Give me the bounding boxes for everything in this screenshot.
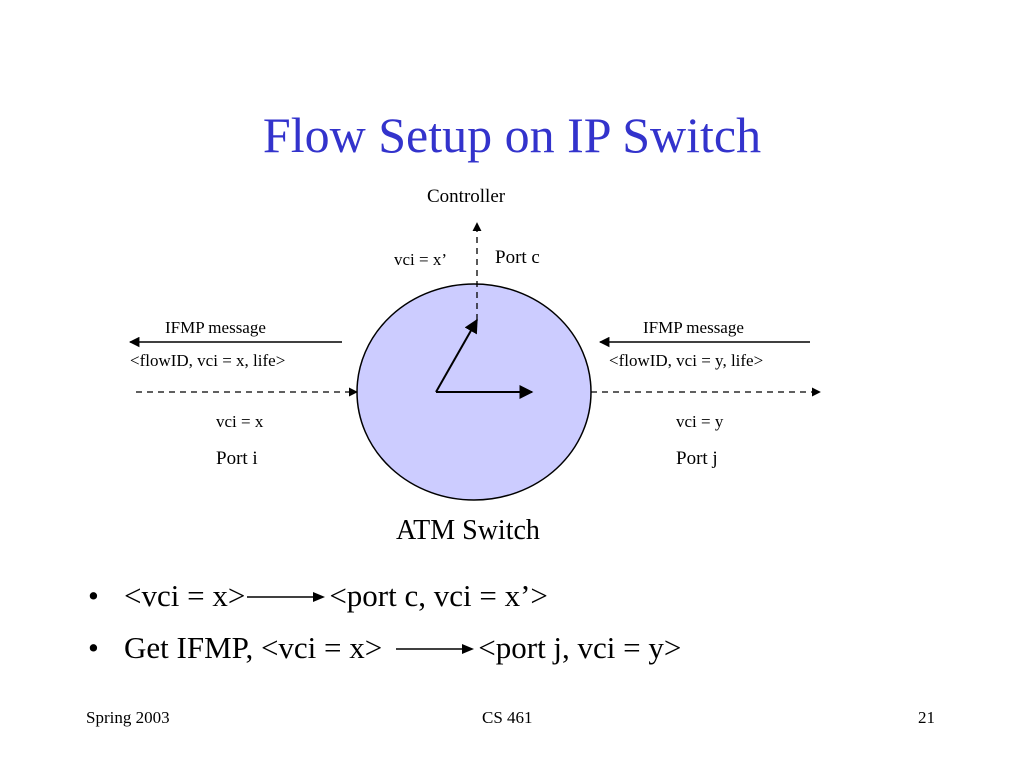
- bullet-mapping-to: <port c, vci = x’>: [329, 578, 548, 613]
- port-i-label: Port i: [216, 448, 258, 469]
- port-c-label: Port c: [495, 247, 540, 268]
- mapping-arrow-icon: [247, 591, 326, 602]
- bullet-item: • <vci = x> <port c, vci = x’>: [86, 578, 681, 630]
- footer-left: Spring 2003: [86, 708, 170, 727]
- left-ifmp-message-label: IFMP message: [165, 318, 266, 337]
- vci-x-prime-label: vci = x’: [394, 250, 448, 269]
- vci-x-label: vci = x: [216, 412, 264, 431]
- vci-y-label: vci = y: [676, 412, 724, 431]
- bullet-list: • <vci = x> <port c, vci = x’> • Get IFMP…: [86, 578, 681, 682]
- right-ifmp-params-label: <flowID, vci = y, life>: [609, 351, 764, 370]
- bullet-glyph: •: [88, 630, 99, 665]
- port-j-label: Port j: [676, 448, 718, 469]
- internal-arrow-to-port-c: [435, 318, 478, 393]
- bullet-item: • Get IFMP, <vci = x> <port j, vci = y>: [86, 630, 681, 682]
- bullet-mapping-to: <port j, vci = y>: [478, 630, 682, 665]
- mapping-arrow-icon: [396, 643, 475, 654]
- left-ifmp-params-label: <flowID, vci = x, life>: [130, 351, 286, 370]
- bullet-mapping-from: Get IFMP, <vci = x>: [124, 630, 383, 665]
- flow-diagram: [128, 222, 821, 501]
- footer-page-number: 21: [918, 708, 935, 727]
- slide-title: Flow Setup on IP Switch: [262, 107, 762, 163]
- right-ifmp-message-label: IFMP message: [643, 318, 744, 337]
- footer-center: CS 461: [482, 708, 533, 727]
- bullet-mapping-from: <vci = x>: [124, 578, 246, 613]
- bullet-glyph: •: [88, 578, 99, 613]
- controller-label: Controller: [427, 186, 506, 207]
- atm-switch-label: ATM Switch: [396, 515, 540, 546]
